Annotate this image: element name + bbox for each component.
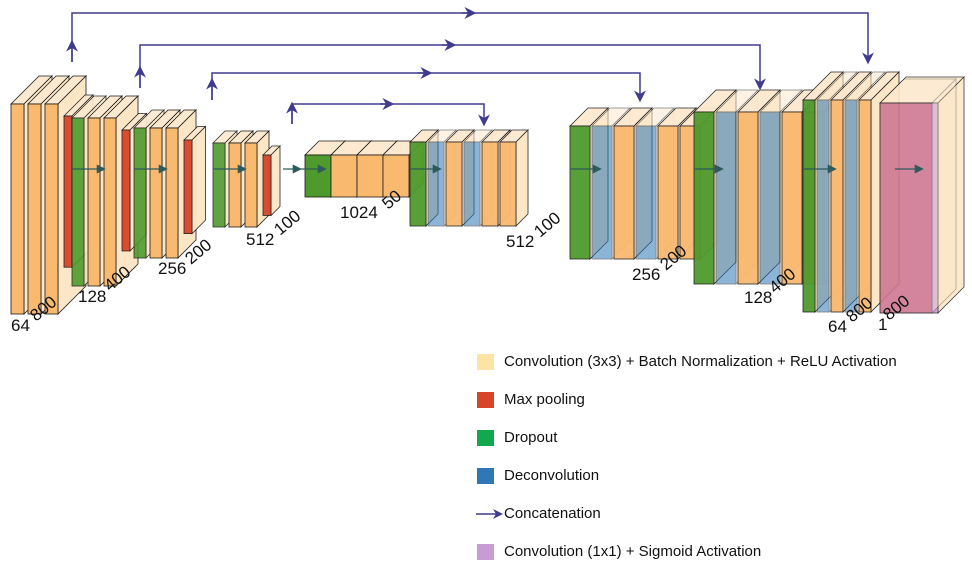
legend-item-conv: Convolution (3x3) + Batch Normalization … [477,348,957,386]
encoder-2-maxpool-side [191,125,206,235]
output-sigmoid-block [879,76,965,314]
encoder-0-maxpool-face [63,115,73,268]
skip-connections [66,7,874,127]
encoder-3-maxpool-face [262,154,272,216]
concat-arrow-icon [476,509,503,519]
concat-connection [139,44,766,91]
decoder-1-block-face [635,125,657,260]
decoder-2-block-face [737,111,759,285]
encoder-3-maxpool-side [270,145,281,217]
decoder-3-block-face [844,99,858,313]
decoder-3-block-face [802,99,816,313]
legend-item-deconv: Deconvolution [477,462,957,500]
concat-connection [211,72,646,103]
legend-item-sigmoid: Convolution (1x1) + Sigmoid Activation [477,538,957,576]
encoder-3-conv-block-face [244,142,258,228]
decoder-1-block-face [569,125,591,260]
decoder-2-block-face [781,111,803,285]
decoder-0-block-face [463,141,481,227]
channel-count-label: 512 [246,230,274,249]
legend-label: Dropout [504,429,558,446]
encoder-0-conv-block-face [27,103,42,315]
decoder-1-block-face [613,125,635,260]
decoder-3-block-face [816,99,830,313]
encoder-3-maxpool [262,145,281,217]
maxpool-swatch-icon [477,392,494,408]
output-overlay-block [879,78,957,314]
legend-label: Deconvolution [504,467,600,484]
decoder-2-block-face [693,111,715,285]
output-overlay-block-face [879,102,933,314]
layer-blocks [10,71,965,315]
bottleneck-block-face [356,154,384,198]
encoder-2-conv-block-face [165,127,179,259]
spatial-size-label: 100 [530,208,564,241]
decoder-0-block-face [445,141,463,227]
decoder-0-block [499,129,529,227]
conv-swatch-icon [477,354,494,370]
channel-count-label: 128 [744,288,772,307]
decoder-3-block-face [858,99,872,313]
channel-count-label: 64 [828,317,847,336]
encoder-0-conv-block-face [10,103,25,315]
decoder-1-block-face [657,125,679,260]
bottleneck-block-face [330,154,358,198]
channel-count-label: 128 [78,287,106,306]
channel-count-label: 64 [11,316,30,335]
decoder-0-block-face [499,141,517,227]
channel-count-label: 256 [632,265,660,284]
dropout-swatch-icon [477,430,494,446]
legend-label: Convolution (1x1) + Sigmoid Activation [504,543,762,560]
decoder-0-block-side [515,129,529,227]
deconv-swatch-icon [477,468,494,484]
encoder-3-conv-block-face [228,142,242,228]
decoder-2-block-face [759,111,781,285]
encoder-1-maxpool-face [121,129,131,252]
legend-label: Convolution (3x3) + Batch Normalization … [504,353,897,370]
channel-count-label: 512 [506,232,534,251]
encoder-2-maxpool [183,125,207,235]
legend-item-dropout: Dropout [477,424,957,462]
decoder-1-block-face [591,125,613,260]
encoder-2-maxpool-face [183,139,193,234]
legend-item-maxpool: Max pooling [477,386,957,424]
encoder-1-conv-block-face [87,117,101,287]
legend-label: Concatenation [504,505,601,522]
concat-connection [71,12,874,65]
legend: Convolution (3x3) + Batch Normalization … [476,348,957,576]
encoder-2-conv-block-face [133,127,147,259]
decoder-3-block-face [830,99,844,313]
encoder-0-conv-block-face [44,103,59,315]
output-overlay-block-side [931,78,957,314]
decoder-0-block-face [481,141,499,227]
encoder-1-conv-block-face [71,117,85,287]
decoder-0-block-face [409,141,427,227]
output-overlay-block-top [879,78,957,104]
channel-count-label: 1 [878,315,887,334]
output-sigmoid-block-face [879,102,939,314]
decoder-2-block-face [715,111,737,285]
legend-item-concat: Concatenation [476,500,957,538]
encoder-2-conv-block-face [149,127,163,259]
concat-connection [291,103,490,127]
encoder-3-conv-block-face [212,142,226,228]
bottleneck-block-face [304,154,332,198]
channel-count-label: 256 [158,259,186,278]
legend-label: Max pooling [504,391,585,408]
bottleneck-block-face [382,154,410,198]
sigmoid-swatch-icon [477,544,494,560]
encoder-1-conv-block-face [103,117,117,287]
channel-count-label: 1024 [340,203,378,222]
decoder-0-block-face [427,141,445,227]
